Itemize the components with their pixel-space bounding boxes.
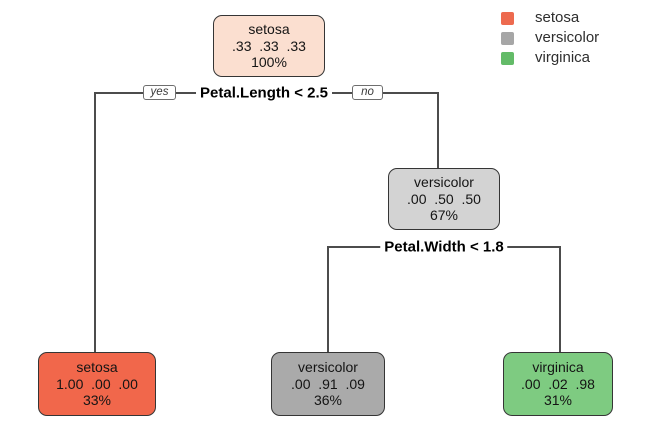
split1-condition: Petal.Length < 2.5 <box>196 84 332 102</box>
legend-swatch-versicolor-icon <box>501 31 514 45</box>
leaf-node-setosa: setosa 1.00 .00 .00 33% <box>38 352 156 416</box>
yes-badge: yes <box>143 85 176 100</box>
leaf-virginica-probabilities: .00 .02 .98 <box>521 375 595 392</box>
legend-item-setosa: setosa <box>501 9 599 26</box>
edge-to-internal-versicolor <box>437 92 439 168</box>
legend-label-setosa: setosa <box>535 9 580 26</box>
leaf-node-virginica: virginica .00 .02 .98 31% <box>503 352 613 416</box>
leaf-versicolor-class: versicolor <box>298 359 358 376</box>
internal-node-probabilities: .00 .50 .50 <box>407 190 481 207</box>
leaf-virginica-class: virginica <box>532 359 584 376</box>
edge-to-leaf-setosa <box>94 92 96 352</box>
legend-item-versicolor: versicolor <box>501 29 600 46</box>
root-node-probabilities: .33 .33 .33 <box>232 37 306 54</box>
legend-label-virginica: virginica <box>535 49 591 66</box>
no-badge: no <box>352 85 383 100</box>
internal-node-versicolor: versicolor .00 .50 .50 67% <box>388 168 500 230</box>
edge-to-leaf-virginica <box>559 246 561 352</box>
legend-swatch-virginica-icon <box>501 51 514 65</box>
split2-condition: Petal.Width < 1.8 <box>380 238 508 256</box>
internal-node-coverage: 67% <box>429 207 459 224</box>
internal-node-class: versicolor <box>414 174 474 191</box>
leaf-versicolor-probabilities: .00 .91 .09 <box>291 375 365 392</box>
legend-item-virginica: virginica <box>501 49 599 66</box>
leaf-setosa-coverage: 33% <box>82 392 112 409</box>
legend-swatch-setosa-icon <box>501 11 514 25</box>
legend-label-versicolor: versicolor <box>535 29 600 46</box>
root-node-class: setosa <box>248 21 290 38</box>
leaf-setosa-probabilities: 1.00 .00 .00 <box>56 375 138 392</box>
edge-to-leaf-versicolor <box>327 246 329 352</box>
leaf-versicolor-coverage: 36% <box>313 392 343 409</box>
root-node: setosa .33 .33 .33 100% <box>213 15 325 77</box>
root-node-coverage: 100% <box>251 54 287 71</box>
leaf-virginica-coverage: 31% <box>543 392 573 409</box>
legend: setosa versicolor virginica <box>501 9 600 66</box>
leaf-node-versicolor: versicolor .00 .91 .09 36% <box>271 352 385 416</box>
leaf-setosa-class: setosa <box>76 359 118 376</box>
